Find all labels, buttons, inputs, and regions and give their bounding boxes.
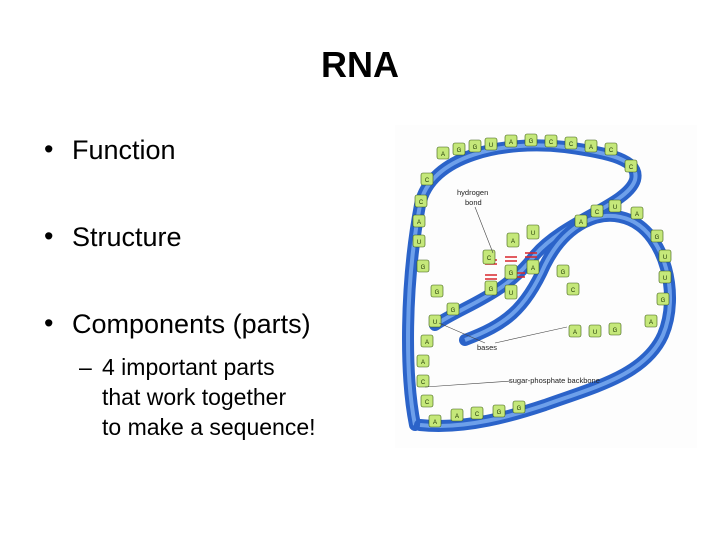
svg-text:U: U (417, 240, 421, 246)
hydrogen-bond-label: bond (465, 198, 482, 207)
svg-text:G: G (421, 265, 426, 271)
svg-text:A: A (433, 420, 437, 426)
svg-text:U: U (613, 205, 617, 211)
svg-text:A: A (573, 330, 577, 336)
svg-text:C: C (571, 288, 576, 294)
bullet-components: Components (parts) (72, 309, 311, 339)
svg-text:A: A (635, 212, 639, 218)
svg-text:C: C (609, 148, 614, 154)
svg-text:C: C (549, 140, 554, 146)
hydrogen-bond-label: hydrogen (457, 188, 488, 197)
sub-bullet-line: 4 important parts (102, 354, 275, 380)
svg-text:A: A (455, 414, 459, 420)
sub-bullet-line: to make a sequence! (102, 414, 316, 440)
svg-text:U: U (433, 320, 437, 326)
sub-bullet-line: that work together (102, 384, 287, 410)
svg-text:G: G (489, 287, 494, 293)
svg-text:C: C (475, 412, 480, 418)
svg-text:G: G (451, 308, 456, 314)
svg-text:G: G (473, 145, 478, 151)
svg-text:C: C (419, 200, 424, 206)
svg-text:C: C (595, 210, 600, 216)
svg-text:U: U (593, 330, 597, 336)
svg-text:C: C (425, 178, 430, 184)
svg-text:A: A (441, 152, 445, 158)
bullet-function: Function (72, 135, 176, 165)
rna-illustration: A G G U A G C C A C C C C A U G G A U C … (402, 133, 676, 432)
rna-diagram: A G G U A G C C A C C C C A U G G A U C … (395, 125, 697, 448)
svg-text:G: G (613, 328, 618, 334)
svg-text:G: G (655, 235, 660, 241)
svg-text:C: C (487, 256, 492, 262)
slide-title: RNA (321, 44, 399, 85)
svg-text:C: C (569, 142, 574, 148)
bullet-structure: Structure (72, 222, 182, 252)
svg-text:G: G (529, 139, 534, 145)
svg-text:G: G (517, 406, 522, 412)
svg-text:A: A (421, 360, 425, 366)
svg-text:G: G (661, 298, 666, 304)
bullet-marker: • (44, 134, 54, 164)
svg-text:C: C (421, 380, 426, 386)
svg-text:U: U (509, 291, 513, 297)
svg-text:U: U (531, 231, 535, 237)
svg-text:A: A (531, 266, 535, 272)
bases-label: bases (477, 343, 497, 352)
backbone-label: sugar-phosphate backbone (509, 376, 600, 385)
svg-text:U: U (663, 276, 667, 282)
svg-text:G: G (497, 410, 502, 416)
nucleotide-bases: A G G U A G C C A C C C C A U G G A U C … (412, 133, 672, 428)
svg-text:A: A (509, 140, 513, 146)
svg-text:G: G (509, 271, 514, 277)
svg-text:A: A (425, 340, 429, 346)
svg-text:A: A (649, 320, 653, 326)
bullet-marker: • (44, 221, 54, 251)
svg-text:A: A (589, 145, 593, 151)
svg-text:G: G (435, 290, 440, 296)
svg-text:U: U (663, 255, 667, 261)
svg-text:A: A (417, 220, 421, 226)
svg-text:G: G (561, 270, 566, 276)
svg-text:A: A (511, 239, 515, 245)
svg-text:C: C (425, 400, 430, 406)
sub-bullet-marker: – (79, 354, 92, 380)
bullet-marker: • (44, 308, 54, 338)
svg-text:C: C (629, 165, 634, 171)
svg-text:U: U (489, 143, 493, 149)
svg-text:A: A (579, 220, 583, 226)
svg-text:G: G (457, 148, 462, 154)
